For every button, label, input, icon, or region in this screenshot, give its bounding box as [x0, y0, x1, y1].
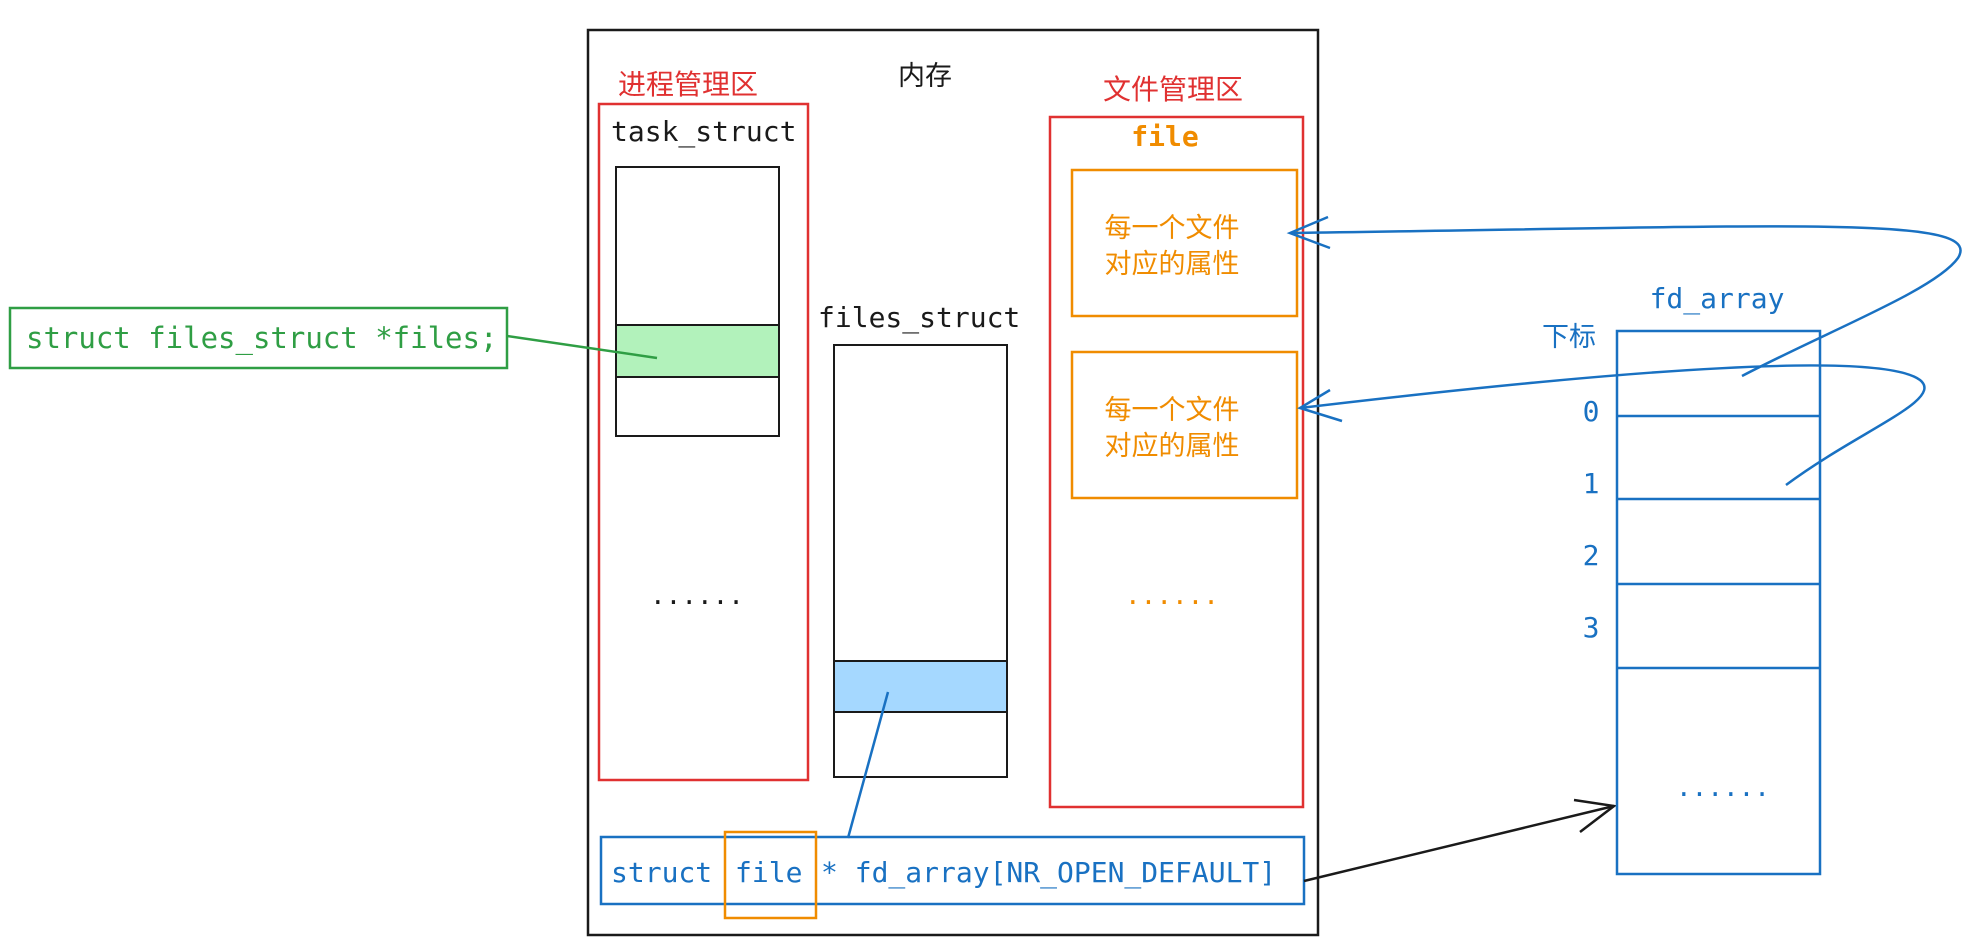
- file-attr-box-1-line1: 每一个文件: [1105, 213, 1240, 244]
- fd-decl-file-word: file: [735, 856, 802, 889]
- process-ellipsis: ......: [650, 581, 744, 611]
- file-area-ellipsis: ......: [1125, 581, 1219, 611]
- fd0-to-file1-curve: [1289, 225, 1962, 378]
- fd-array-index-label: 下标: [1542, 322, 1596, 353]
- memory-box: [586, 28, 1320, 937]
- file-attr-box-2: [1070, 350, 1299, 500]
- fd1-to-file2-arrowhead: [1296, 388, 1343, 423]
- fd-decl-prefix: struct: [611, 856, 712, 889]
- task-struct-box: [615, 166, 780, 437]
- fd0-to-file1-arrowhead: [1286, 215, 1331, 250]
- files-struct-label: files_struct: [818, 301, 1020, 335]
- files-pointer-slot: [615, 324, 780, 378]
- file-attr-box-1-line2: 对应的属性: [1105, 249, 1240, 280]
- fd-array-slot: [833, 660, 1008, 713]
- decl-to-array-arrowhead: [1573, 798, 1618, 833]
- memory-label: 内存: [898, 61, 952, 92]
- process-area-label: 进程管理区: [618, 68, 758, 101]
- file-area-box: [1048, 115, 1305, 809]
- fd-array-ellipsis: ......: [1676, 773, 1770, 803]
- decl-to-array-arrow-line: [1303, 804, 1615, 883]
- files-struct-box: [833, 344, 1008, 778]
- pointer-callout-connector: [506, 334, 658, 360]
- fd-array-slot-connector: [846, 691, 890, 839]
- file-attr-box-2-line1: 每一个文件: [1105, 395, 1240, 426]
- fd-index-1: 1: [1583, 467, 1600, 500]
- fd-index-2: 2: [1583, 539, 1600, 572]
- fd-decl-file-highlight: [723, 830, 818, 920]
- task-struct-label: task_struct: [611, 115, 796, 149]
- file-area-label: 文件管理区: [1103, 73, 1243, 106]
- fd1-to-file2-curve: [1299, 364, 1926, 487]
- fd-array-box: [1615, 329, 1822, 876]
- file-attr-box-2-line2: 对应的属性: [1105, 431, 1240, 462]
- file-attr-box-1: [1070, 168, 1299, 318]
- fd-index-3: 3: [1583, 611, 1600, 644]
- file-struct-label: file: [1131, 120, 1198, 153]
- process-area-box: [597, 102, 810, 782]
- fd-array-title: fd_array: [1650, 282, 1785, 316]
- fd-decl-suffix: * fd_array[NR_OPEN_DEFAULT]: [821, 856, 1276, 890]
- pointer-callout-text: struct files_struct *files;: [26, 321, 497, 356]
- fd-decl-box: [599, 835, 1306, 906]
- pointer-callout-box: [8, 306, 509, 370]
- fd-index-0: 0: [1583, 395, 1600, 428]
